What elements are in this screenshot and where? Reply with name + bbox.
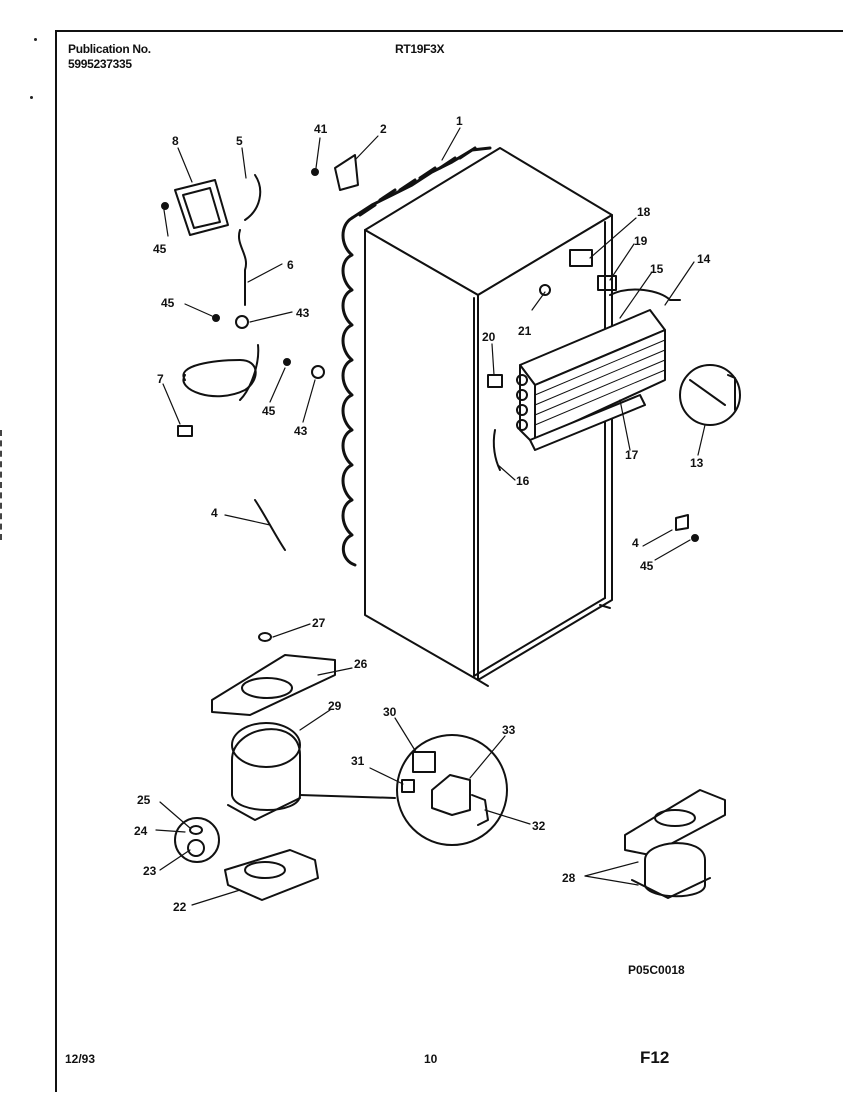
drain-pan	[211, 632, 336, 716]
callout-23: 23	[143, 864, 157, 878]
grommet-parts	[187, 825, 205, 857]
callout-20: 20	[482, 330, 496, 344]
detail-circle-grommet	[174, 817, 220, 863]
callout-32: 32	[532, 819, 546, 833]
callout-45b: 45	[161, 296, 175, 310]
base-bracket	[224, 849, 319, 901]
callout-25: 25	[137, 793, 151, 807]
publication-number: 5995237335	[68, 57, 132, 71]
right-small-parts	[487, 249, 699, 542]
model-number: RT19F3X	[395, 42, 445, 56]
callout-18: 18	[637, 205, 651, 219]
callout-4b: 4	[632, 536, 639, 550]
footer-page-number: 10	[424, 1052, 438, 1066]
callout-8: 8	[172, 134, 179, 148]
callout-15: 15	[650, 262, 664, 276]
compressor-assembly	[624, 789, 726, 899]
refrigerator-cabinet	[364, 147, 613, 687]
callout-17: 17	[625, 448, 639, 462]
callout-45d: 45	[640, 559, 654, 573]
callout-33: 33	[502, 723, 516, 737]
thermostat-tube	[689, 374, 736, 411]
callout-1: 1	[456, 114, 463, 128]
callout-6: 6	[287, 258, 294, 272]
footer-date: 12/93	[65, 1052, 96, 1066]
callout-5: 5	[236, 134, 243, 148]
evaporator-coil	[516, 288, 681, 451]
diagram-code: P05C0018	[628, 963, 685, 977]
callout-14: 14	[697, 252, 711, 266]
scan-speck	[30, 96, 33, 99]
publication-label: Publication No.	[68, 42, 151, 56]
callout-30: 30	[383, 705, 397, 719]
footer-figure: F12	[640, 1048, 670, 1067]
page-frame	[55, 30, 843, 1092]
callout-45a: 45	[153, 242, 167, 256]
callout-31: 31	[351, 754, 365, 768]
upper-left-parts	[161, 154, 359, 551]
detail-circle-relay	[396, 734, 508, 846]
callout-4: 4	[211, 506, 218, 520]
callout-2: 2	[380, 122, 387, 136]
callout-16: 16	[516, 474, 530, 488]
callout-24: 24	[134, 824, 148, 838]
scan-speck	[34, 38, 37, 41]
callout-13: 13	[690, 456, 704, 470]
callout-27: 27	[312, 616, 326, 630]
leader-lines	[155, 127, 706, 906]
callout-19: 19	[634, 234, 648, 248]
condenser-coil	[341, 146, 492, 567]
detail-circle-13	[679, 364, 741, 426]
callout-26: 26	[354, 657, 368, 671]
callout-28: 28	[562, 871, 576, 885]
callout-29: 29	[328, 699, 342, 713]
callout-43b: 43	[294, 424, 308, 438]
callout-41: 41	[314, 122, 328, 136]
callout-43a: 43	[296, 306, 310, 320]
compressor	[227, 722, 396, 821]
relay-parts	[401, 751, 489, 826]
callout-21: 21	[518, 324, 532, 338]
callout-22: 22	[173, 900, 187, 914]
callout-45c: 45	[262, 404, 276, 418]
binding-edge	[0, 430, 8, 540]
callout-7: 7	[157, 372, 164, 386]
